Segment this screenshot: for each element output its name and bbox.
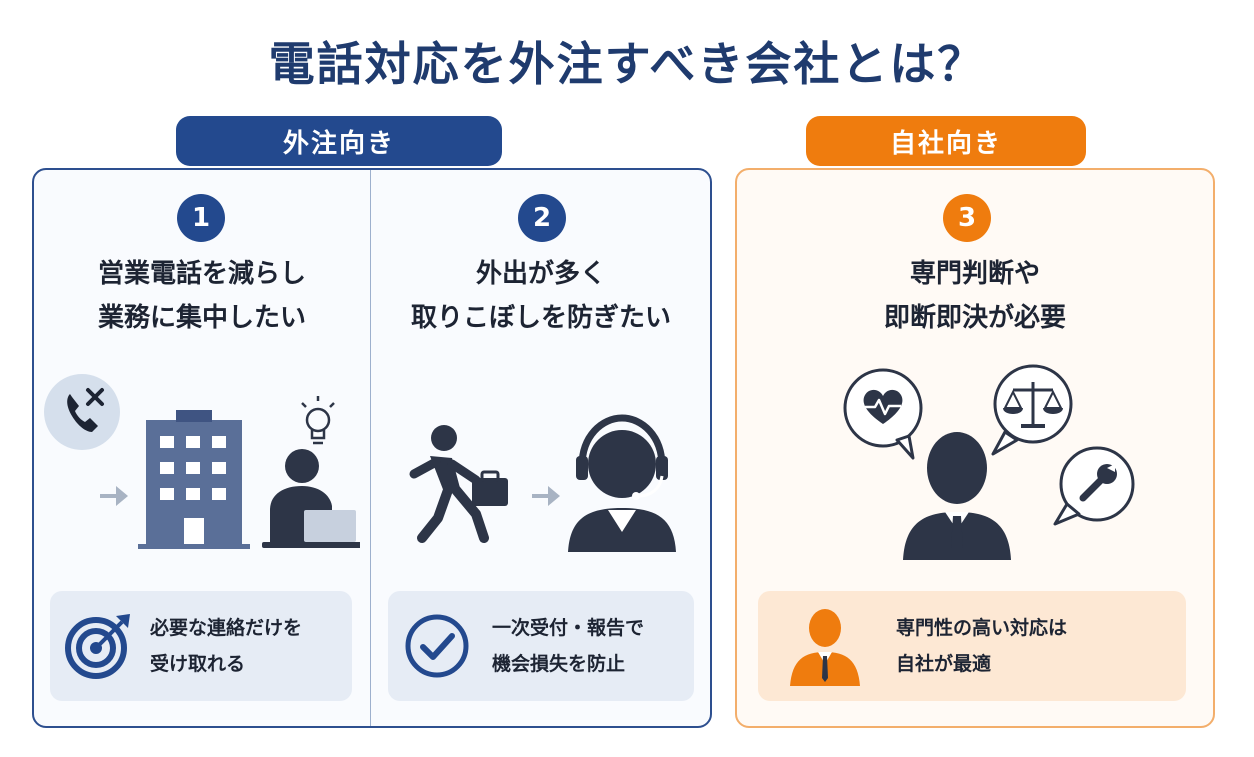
inhouse-group-label: 自社向き [806, 116, 1086, 166]
benefit-text-1: 必要な連絡だけを 受け取れる [150, 610, 302, 682]
step-number-1: 1 [177, 194, 225, 242]
outsource-group-label: 外注向き [176, 116, 502, 166]
medical-heart-icon [843, 368, 923, 460]
benefit-3-line2: 自社が最適 [896, 653, 992, 675]
step-heading-1: 営業電話を減らし 業務に集中したい [36, 252, 368, 340]
step-heading-1-line2: 業務に集中したい [97, 303, 306, 333]
step-heading-3-line2: 即断即決が必要 [883, 303, 1066, 333]
panel-divider [370, 170, 371, 726]
phone-blocked-icon [44, 374, 120, 450]
outing-illustration [409, 414, 676, 552]
benefit-box-1: 必要な連絡だけを 受け取れる [50, 591, 352, 701]
benefit-box-2: 一次受付・報告で 機会損失を防止 [388, 591, 694, 701]
arrow-right-icon [532, 486, 560, 506]
office-building-icon [138, 410, 250, 549]
step-heading-2-line1: 外出が多く [475, 259, 606, 289]
page-title: 電話対応を外注すべき会社とは？ [268, 37, 986, 91]
office-illustration [44, 374, 360, 549]
expert-person-icon [790, 609, 860, 686]
step-heading-2: 外出が多く 取りこぼしを防ぎたい [374, 252, 708, 340]
step-heading-3: 専門判断や 即断即決が必要 [739, 252, 1211, 340]
step-number-3: 3 [943, 194, 991, 242]
step-number-2: 2 [518, 194, 566, 242]
arrow-right-icon [100, 486, 128, 506]
benefit-text-3: 専門性の高い対応は 自社が最適 [896, 610, 1067, 682]
benefit-box-3: 専門性の高い対応は 自社が最適 [758, 591, 1186, 701]
benefit-1-line1: 必要な連絡だけを [150, 617, 303, 639]
step-heading-2-line2: 取りこぼしを防ぎたい [410, 303, 671, 333]
step-heading-3-line1: 専門判断や [909, 259, 1040, 289]
benefit-2-line2: 機会損失を防止 [492, 653, 626, 675]
wrench-icon [1053, 446, 1135, 526]
benefit-text-2: 一次受付・報告で 機会損失を防止 [492, 610, 644, 682]
benefit-1-line2: 受け取れる [150, 653, 246, 675]
legal-scales-icon [991, 364, 1073, 456]
target-icon [65, 614, 130, 679]
specialist-illustration [843, 364, 1135, 560]
running-person-icon [409, 425, 508, 543]
worker-at-laptop-icon [262, 449, 360, 548]
step-heading-1-line1: 営業電話を減らし [97, 259, 306, 289]
lightbulb-icon [301, 396, 335, 445]
headset-operator-icon [568, 414, 676, 552]
benefit-3-line1: 専門性の高い対応は [896, 617, 1068, 639]
businessman-icon [903, 432, 1011, 560]
check-circle-icon [405, 614, 469, 678]
benefit-2-line1: 一次受付・報告で [492, 617, 645, 639]
